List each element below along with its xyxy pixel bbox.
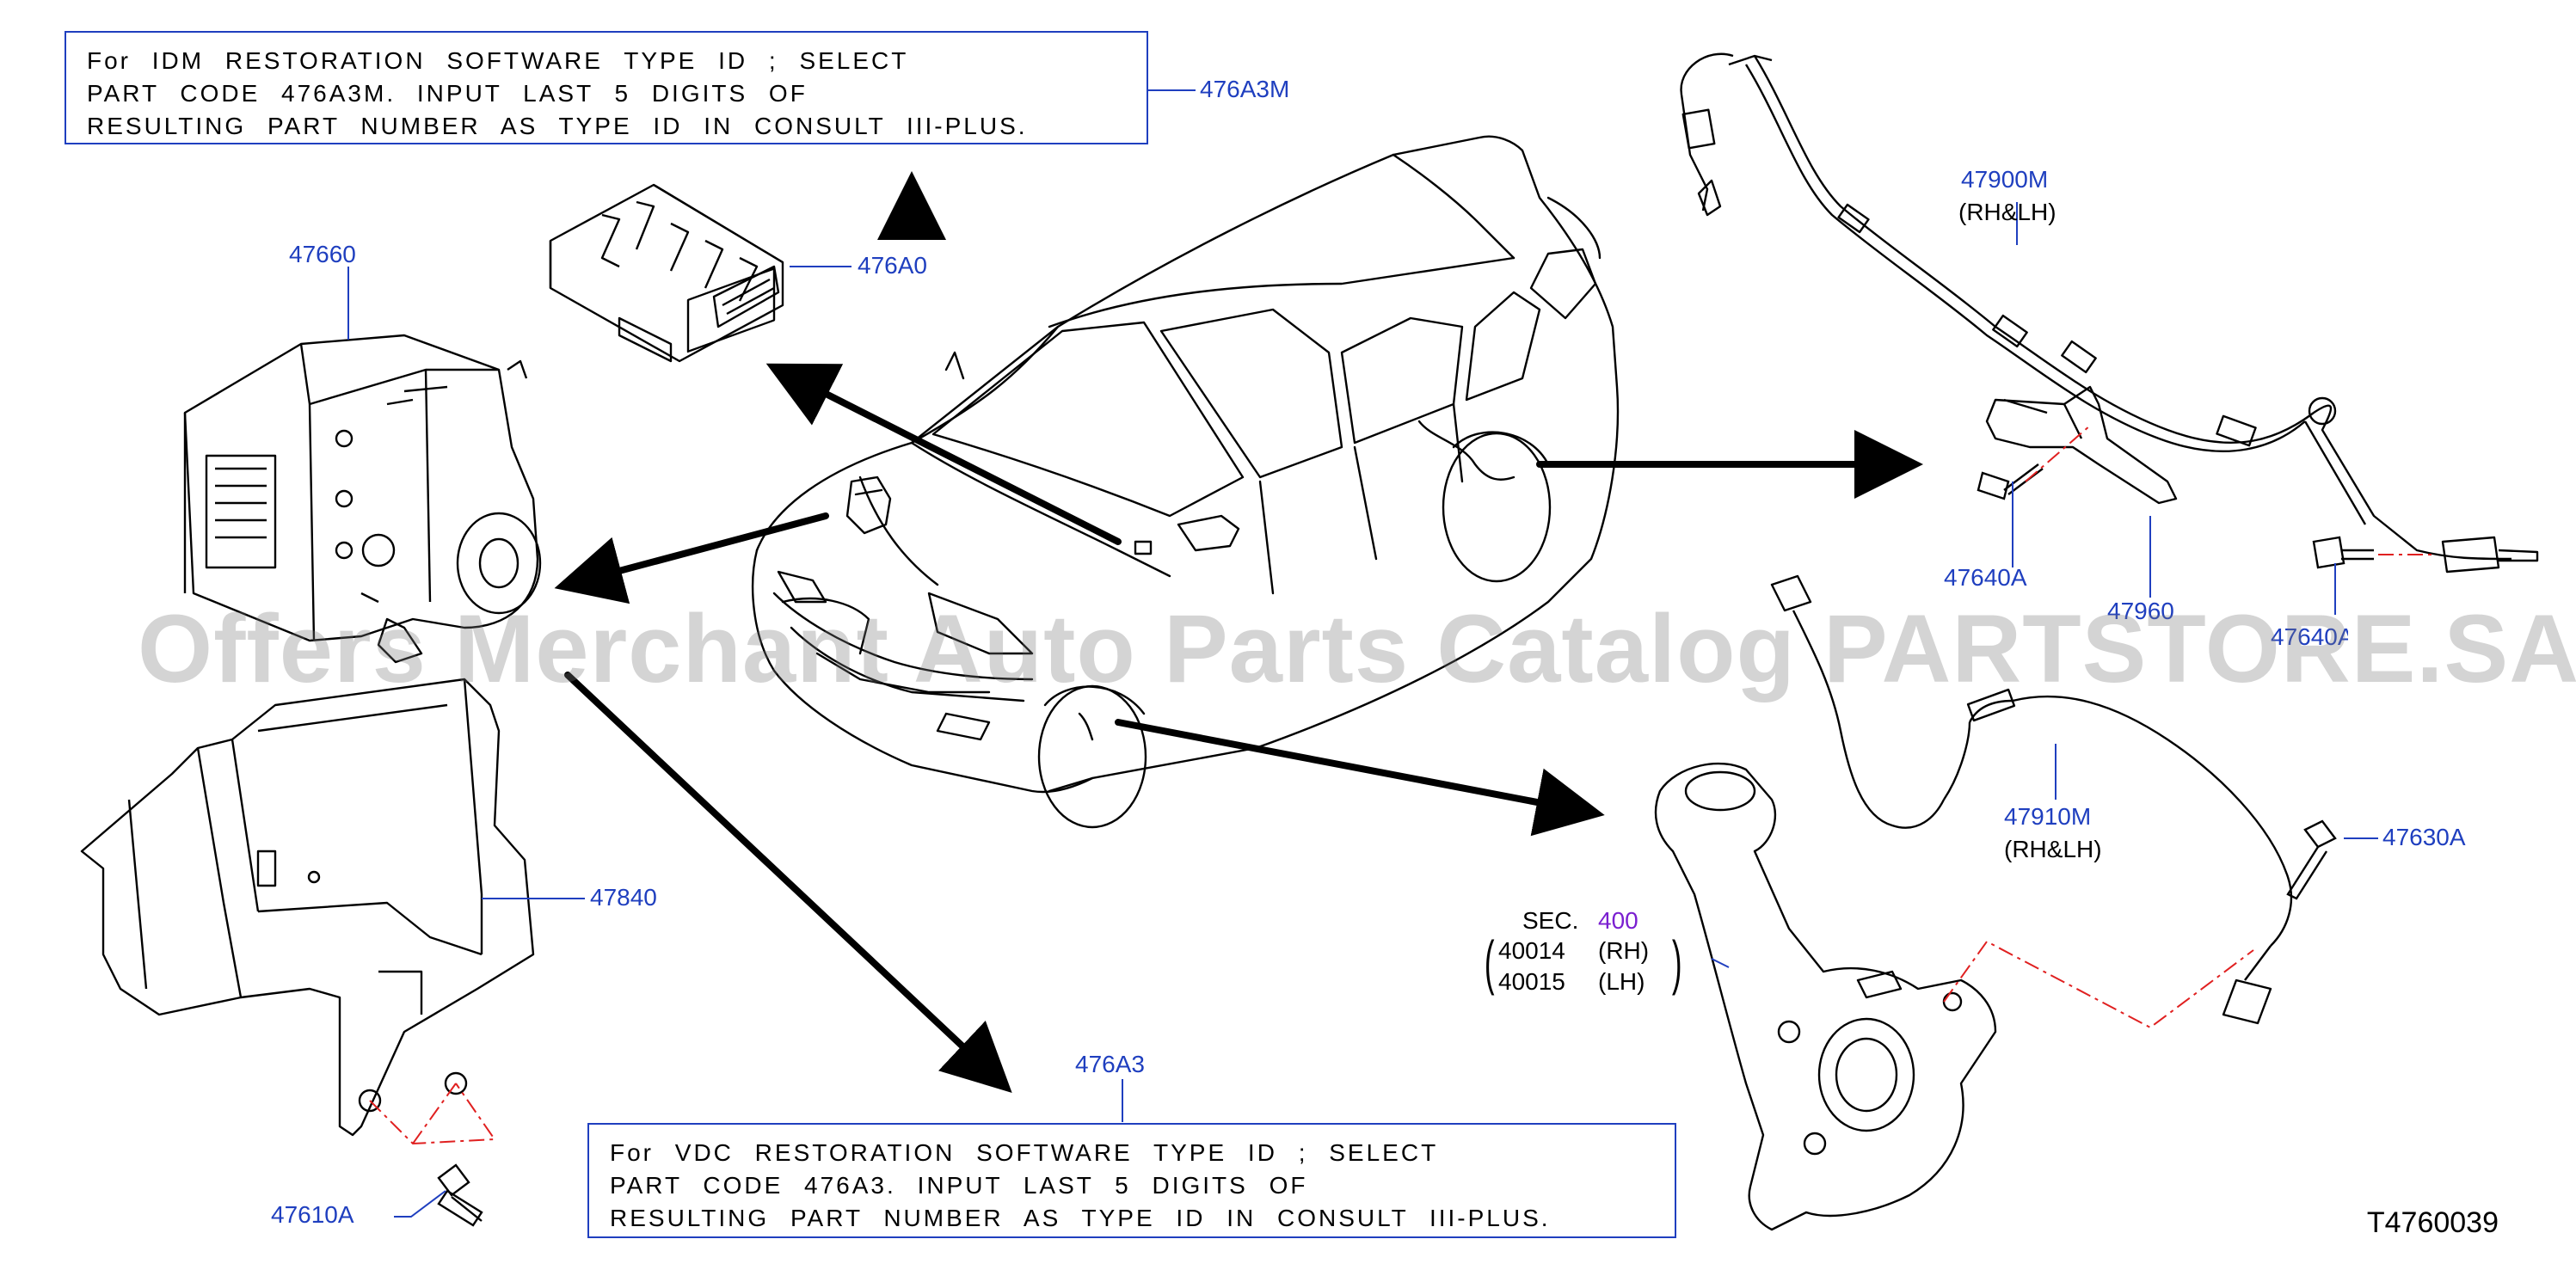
rear-wheel-sensor-illustration	[1680, 52, 2539, 574]
steering-knuckle-illustration	[1654, 763, 1997, 1231]
figure-id: T4760039	[2366, 1206, 2499, 1239]
abs-actuator-illustration	[183, 334, 542, 664]
idm-note-line-3: RESULTING PART NUMBER AS TYPE ID IN CONS…	[87, 113, 1028, 139]
part-label-47660[interactable]: 47660	[289, 241, 356, 267]
section-label: SEC.	[1522, 907, 1579, 934]
bracket-illustration	[80, 678, 535, 1137]
part-label-476A3M[interactable]: 476A3M	[1200, 76, 1290, 102]
part-label-47840[interactable]: 47840	[590, 884, 657, 911]
idm-note-box: For IDM RESTORATION SOFTWARE TYPE ID ; S…	[65, 31, 1148, 144]
vdc-note-line-2: PART CODE 476A3. INPUT LAST 5 DIGITS OF	[610, 1172, 1308, 1199]
vdc-note-line-1: For VDC RESTORATION SOFTWARE TYPE ID ; S…	[610, 1139, 1439, 1166]
leader-lines	[347, 89, 2378, 1218]
bracket-47960-illustration	[1985, 385, 2178, 505]
front-wheel-sensor-illustration	[1770, 574, 2293, 1025]
section-number[interactable]: 400	[1598, 907, 1638, 934]
control-unit-illustration	[549, 183, 784, 363]
section-rh-side: (RH)	[1598, 937, 1650, 964]
watermark-text: Offers Merchant Auto Parts Catalog PARTS…	[138, 595, 2576, 702]
vdc-note-line-3: RESULTING PART NUMBER AS TYPE ID IN CONS…	[610, 1205, 1551, 1231]
part-label-47610A[interactable]: 47610A	[271, 1201, 354, 1228]
part-label-476A3[interactable]: 476A3	[1075, 1051, 1145, 1077]
part-side-47910M: (RH&LH)	[2004, 836, 2102, 862]
bolt-47630A-illustration	[2286, 819, 2337, 900]
bolt-47640A-illustration	[1977, 463, 2374, 569]
section-bracket-left: (	[1484, 929, 1495, 996]
bolt-47610A-illustration	[437, 1163, 483, 1227]
part-label-47900M[interactable]: 47900M	[1961, 166, 2049, 193]
section-rh-code: 40014	[1498, 937, 1565, 964]
part-label-47910M[interactable]: 47910M	[2004, 803, 2092, 830]
vdc-note-box: For VDC RESTORATION SOFTWARE TYPE ID ; S…	[587, 1123, 1676, 1238]
part-side-47900M: (RH&LH)	[1958, 199, 2056, 225]
part-label-476A0[interactable]: 476A0	[858, 252, 927, 279]
part-label-47640A-upper[interactable]: 47640A	[1944, 564, 2027, 591]
vehicle-illustration	[751, 135, 1620, 829]
section-lh-code: 40015	[1498, 968, 1565, 995]
alignment-dashes	[369, 425, 2434, 1145]
part-label-47630A[interactable]: 47630A	[2382, 824, 2466, 850]
idm-note-line-2: PART CODE 476A3M. INPUT LAST 5 DIGITS OF	[87, 80, 808, 107]
part-label-47960[interactable]: 47960	[2107, 598, 2174, 624]
callout-arrows	[554, 171, 1923, 1093]
section-bracket-right: )	[1671, 929, 1682, 996]
section-lh-side: (LH)	[1598, 968, 1645, 995]
part-label-47640A-right[interactable]: 47640A	[2271, 623, 2348, 650]
idm-note-line-1: For IDM RESTORATION SOFTWARE TYPE ID ; S…	[87, 47, 909, 74]
